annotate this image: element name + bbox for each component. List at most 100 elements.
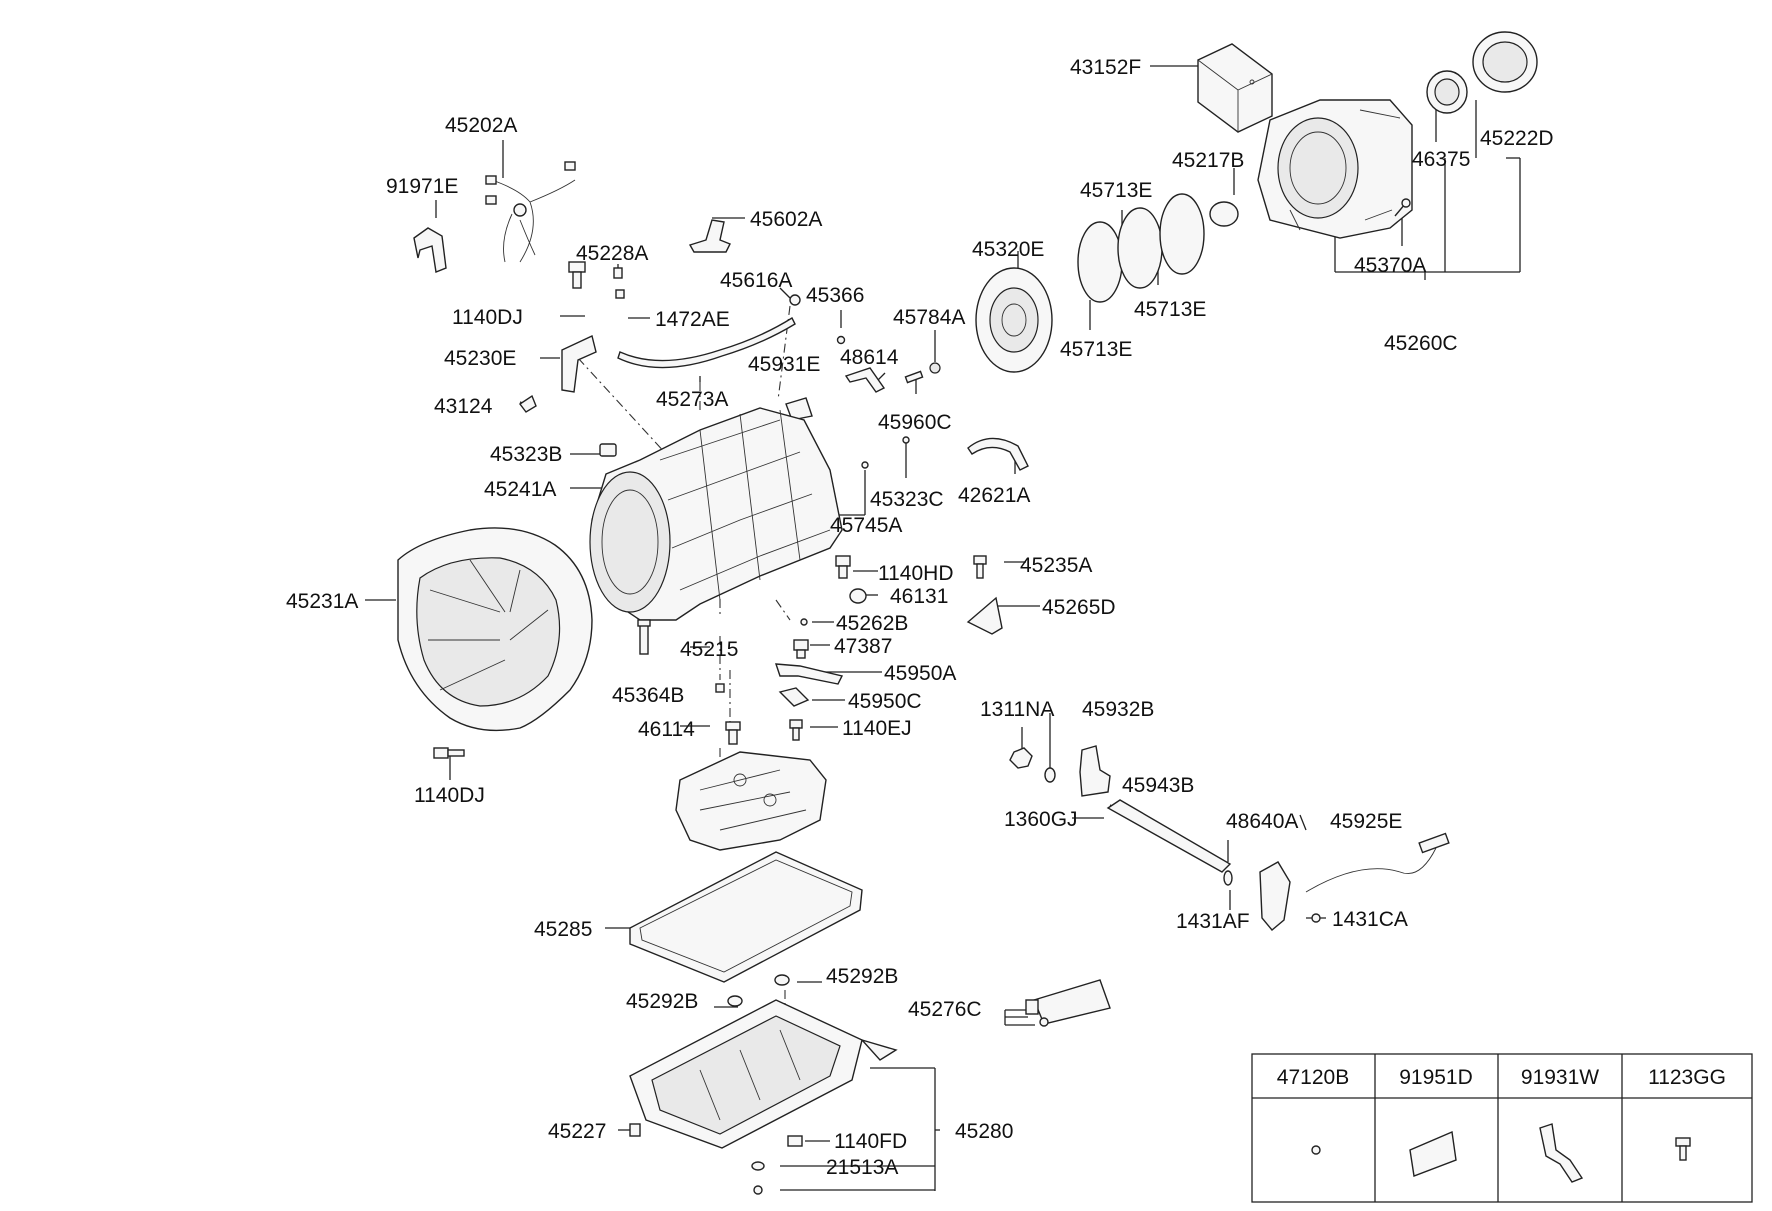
plug-45323b (599, 443, 617, 457)
bracket-91971e (413, 227, 447, 273)
label-45320e: 45320E (972, 238, 1044, 261)
label-45943b: 45943B (1122, 774, 1194, 797)
plug-46131 (849, 588, 867, 604)
cap-icon (1311, 1145, 1321, 1155)
pin-45364b (715, 683, 725, 693)
label-46375: 46375 (1412, 148, 1470, 171)
bracket-45230e (561, 335, 597, 393)
label-45713e-c: 45713E (1060, 338, 1132, 361)
label-45260c: 45260C (1384, 332, 1458, 355)
bracket-icon (1539, 1123, 1584, 1183)
label-45292b-left: 45292B (626, 990, 698, 1013)
label-45202a: 45202A (445, 114, 517, 137)
label-45745a: 45745A (830, 514, 902, 537)
label-45262b: 45262B (836, 612, 908, 635)
oil-pump-45320e (975, 267, 1053, 373)
legend-table: 47120B 91951D 91931W 1123GG (1251, 1053, 1753, 1203)
label-1140dj-lower: 1140DJ (414, 784, 485, 807)
bracket-45265d (966, 596, 1003, 635)
label-1311na: 1311NA (980, 698, 1054, 721)
label-45217b: 45217B (1172, 149, 1244, 172)
drain-plug-45227 (629, 1123, 641, 1137)
label-45960c: 45960C (878, 411, 952, 434)
table-header-3: 91931W (1521, 1066, 1599, 1089)
label-45366: 45366 (806, 284, 864, 307)
transmission-case-45241a (589, 407, 843, 621)
plug-45262b (800, 618, 808, 626)
label-1140ej: 1140EJ (842, 717, 912, 740)
bolt-1140fd (787, 1135, 803, 1147)
label-45280: 45280 (955, 1120, 1013, 1143)
label-45784a: 45784A (893, 306, 965, 329)
bolt-1140hd (835, 555, 851, 579)
label-47387: 47387 (834, 635, 892, 658)
label-45235a: 45235A (1020, 554, 1092, 577)
label-1360gj: 1360GJ (1004, 808, 1078, 831)
gasket-45285 (629, 851, 863, 983)
label-46131: 46131 (890, 585, 948, 608)
label-1431ca: 1431CA (1332, 908, 1408, 931)
shaft-45943b (1106, 799, 1232, 873)
label-45932b: 45932B (1082, 698, 1154, 721)
oil-pan-45280 (629, 999, 898, 1149)
table-header-4: 1123GG (1648, 1066, 1726, 1089)
label-45713e-a: 45713E (1080, 179, 1152, 202)
washer-21513a (751, 1161, 765, 1195)
label-45323b: 45323B (490, 443, 562, 466)
label-43124: 43124 (434, 395, 493, 418)
bolt-45215 (637, 619, 651, 655)
label-43152f: 43152F (1070, 56, 1141, 79)
clip-1431af (1223, 870, 1233, 886)
clip-1431ca (1311, 913, 1321, 923)
oil-seal-46375 (1426, 70, 1468, 114)
label-46114: 46114 (638, 718, 695, 741)
seal-45222d (1472, 31, 1538, 93)
label-45713e-b: 45713E (1134, 298, 1206, 321)
sealant-tube-45276c (1025, 979, 1111, 1027)
plug-45292b (727, 974, 790, 1007)
label-1140hd: 1140HD (878, 562, 954, 585)
label-45231a: 45231A (286, 590, 358, 613)
extension-housing-45260c (1257, 99, 1413, 239)
plug-45323c (861, 436, 910, 469)
label-45950c: 45950C (848, 690, 922, 713)
plate-45950c (778, 687, 810, 707)
valve-body (675, 751, 827, 851)
label-1140dj-upper: 1140DJ (452, 306, 523, 329)
label-1431af: 1431AF (1176, 910, 1250, 933)
label-45222d: 45222D (1480, 127, 1554, 150)
label-45273a: 45273A (656, 388, 728, 411)
label-48640a: 48640A (1226, 810, 1298, 833)
wiring-harness-45202a (485, 161, 576, 263)
part-labels: 43152F 45222D 46375 45217B 45713E 45713E… (286, 56, 1554, 1179)
label-45215: 45215 (680, 638, 738, 661)
label-45265d: 45265D (1042, 596, 1116, 619)
clip-43124 (518, 394, 537, 413)
label-45228a: 45228A (576, 242, 648, 265)
label-45230e: 45230E (444, 347, 516, 370)
label-45292b-right: 45292B (826, 965, 898, 988)
table-header-1: 47120B (1277, 1066, 1349, 1089)
label-48614: 48614 (840, 346, 899, 369)
clip-45616a (789, 294, 846, 345)
table-header-2: 91951D (1399, 1066, 1473, 1089)
leader-lines (365, 65, 1521, 1191)
bracket-45931e (785, 397, 813, 421)
seal-rings-45713e (1077, 193, 1205, 303)
detent-48640a (1259, 861, 1291, 931)
hose-45273a (617, 316, 796, 369)
bracket-45602a (688, 219, 731, 253)
clip-plate-icon (1409, 1130, 1457, 1177)
connector-42621a (967, 437, 1029, 471)
label-45950a: 45950A (884, 662, 956, 685)
washer-1360gj (1044, 767, 1056, 783)
label-45285: 45285 (534, 918, 592, 941)
label-45370a: 45370A (1354, 254, 1426, 277)
plate-45950a (775, 663, 844, 685)
bolt-47387 (793, 639, 809, 659)
converter-housing-45231a (397, 527, 593, 732)
label-45227: 45227 (548, 1120, 606, 1143)
label-1472ae: 1472AE (655, 308, 730, 331)
bolt-1140dj-upper (568, 261, 586, 289)
